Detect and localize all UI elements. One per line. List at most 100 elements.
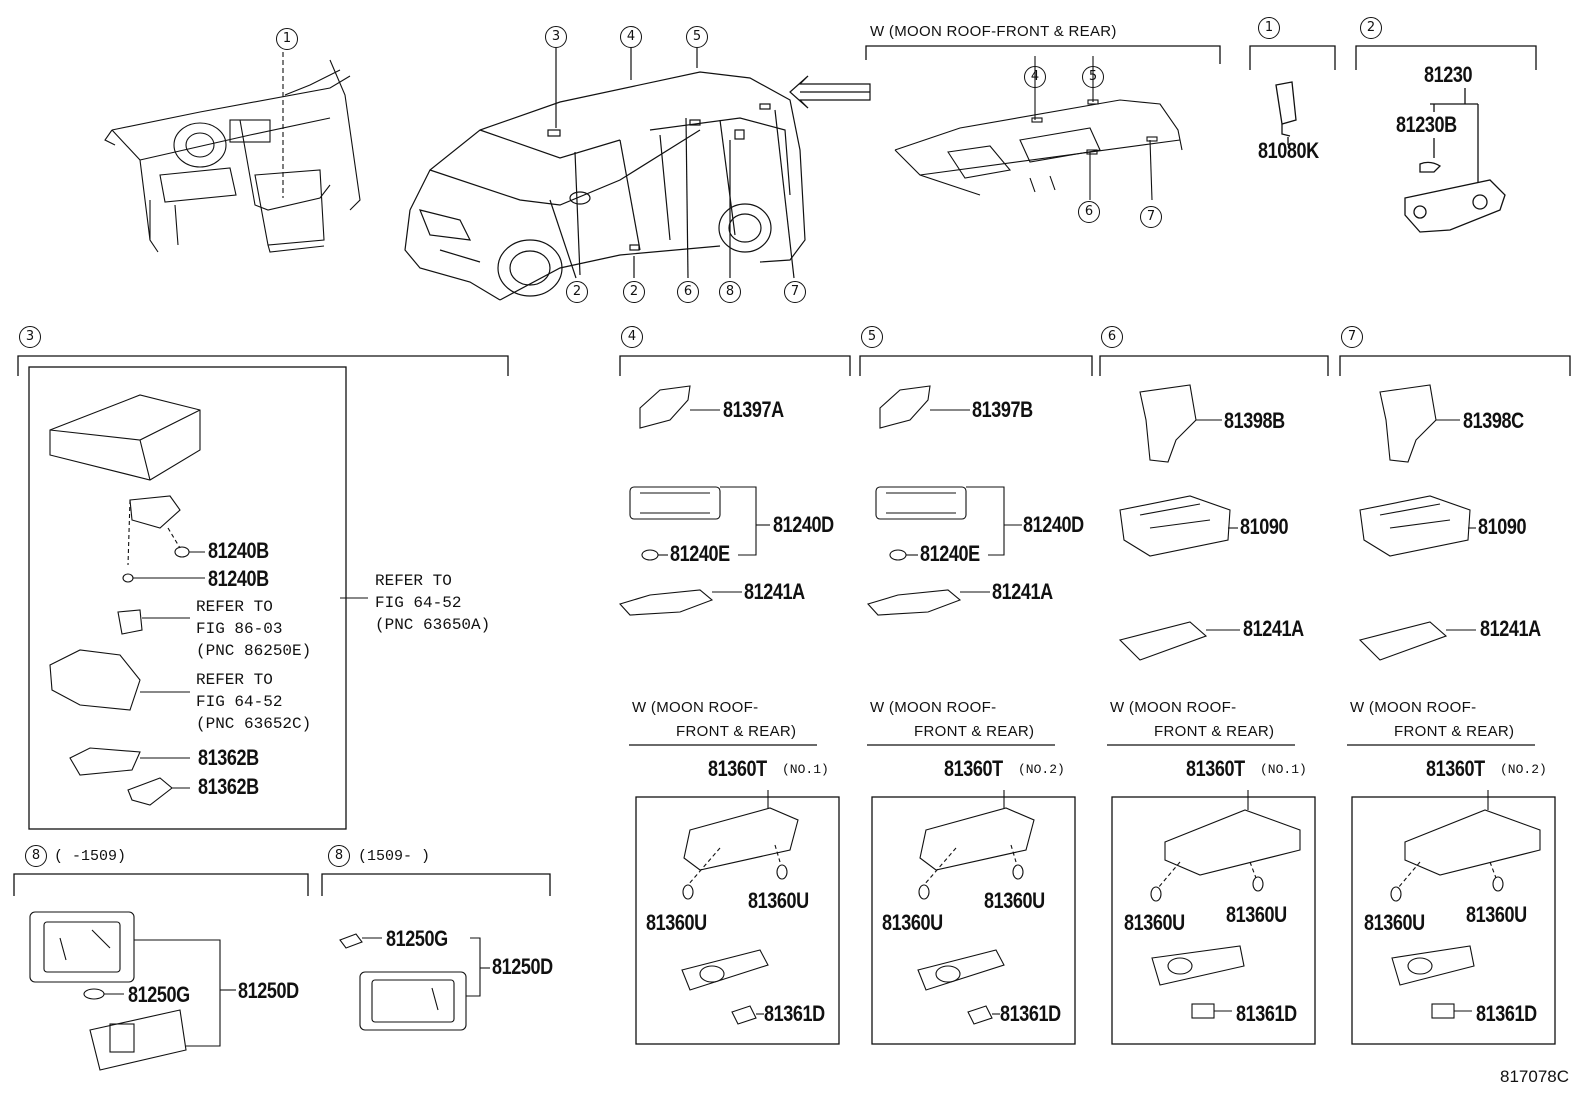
section-5-drawings [867, 385, 1022, 616]
callout-5: 5 [686, 26, 708, 48]
section-2-number: 2 [1360, 17, 1382, 39]
part-81241A-s4: 81241A [744, 579, 805, 604]
moon-box-6-drawings [1150, 790, 1301, 1019]
part-81250G-8b: 81250G [386, 926, 448, 951]
section-4-moon-box [635, 796, 840, 1045]
moon-callout-6: 6 [1078, 201, 1100, 223]
note-no2-s5: (NO.2) [1018, 762, 1065, 777]
moon-callout-7: 7 [1140, 206, 1162, 228]
part-81241A-s5: 81241A [992, 579, 1053, 604]
callout-2-rocker: 2 [623, 281, 645, 303]
section-6-number: 6 [1101, 326, 1123, 348]
part-81240B-b: 81240B [208, 566, 269, 591]
moon-caption-s6: W (MOON ROOF-FRONT & REAR) [1110, 699, 1275, 740]
part-81360T-s6: 81360T [1186, 756, 1245, 781]
part-81360T-s5: 81360T [944, 756, 1003, 781]
moon-roof-caption: W (MOON ROOF-FRONT & REAR) [870, 23, 1117, 40]
part-81361D-s6: 81361D [1236, 1001, 1297, 1026]
part-81240E-s4: 81240E [670, 541, 730, 566]
section-1-number: 1 [1258, 17, 1280, 39]
section-7-moon-box [1351, 796, 1556, 1045]
part-81250G-8a: 81250G [128, 982, 190, 1007]
part-81397A: 81397A [723, 397, 784, 422]
part-81360U-s6-b: 81360U [1226, 902, 1287, 927]
part-81241A-s6: 81241A [1243, 616, 1304, 641]
vehicle-illustration [404, 48, 871, 301]
section-5-number: 5 [861, 326, 883, 348]
part-81397B: 81397B [972, 397, 1033, 422]
part-81080K-drawing [1275, 81, 1297, 137]
part-81360T-s4: 81360T [708, 756, 767, 781]
moon-box-7-drawings [1390, 790, 1541, 1019]
part-81362B-a: 81362B [198, 745, 259, 770]
section-8b-drawings [339, 933, 490, 1031]
section-4-number: 4 [621, 326, 643, 348]
moon-roof-illustration [894, 56, 1183, 201]
part-81361D-s5: 81361D [1000, 1001, 1061, 1026]
section-6-drawings [1118, 384, 1240, 661]
part-81360U-s4-a: 81360U [646, 910, 707, 935]
part-81360U-s5-a: 81360U [882, 910, 943, 935]
part-81230-drawing [1404, 88, 1506, 233]
section-8a-number: 8 [25, 845, 47, 867]
callout-6: 6 [677, 281, 699, 303]
section-4-drawings [619, 385, 770, 616]
moon-box-4-drawings [681, 790, 799, 1025]
section-8a-drawings [29, 911, 236, 1071]
note-no1-s6: (NO.1) [1260, 762, 1307, 777]
note-no2-s7: (NO.2) [1500, 762, 1547, 777]
part-81241A-s7: 81241A [1480, 616, 1541, 641]
part-81250D-8b: 81250D [492, 954, 553, 979]
moon-box-5-drawings [917, 790, 1035, 1025]
section-6-moon-box [1111, 796, 1316, 1045]
section-8b-number: 8 [328, 845, 350, 867]
callout-3: 3 [545, 26, 567, 48]
diagram-id: 817078C [1500, 1067, 1570, 1086]
range-8b: (1509- ) [358, 848, 431, 865]
part-81362B-b: 81362B [198, 774, 259, 799]
range-8a: ( -1509) [54, 848, 127, 865]
part-81360U-s4-b: 81360U [748, 888, 809, 913]
section-brackets [13, 45, 1571, 896]
section-7-drawings [1358, 384, 1476, 661]
section-3-drawings [49, 394, 368, 806]
part-81230: 81230 [1424, 62, 1473, 87]
part-81240B-a: 81240B [208, 538, 269, 563]
moon-caption-s5: W (MOON ROOF-FRONT & REAR) [870, 699, 1035, 740]
callout-7: 7 [784, 281, 806, 303]
moon-caption-s7: W (MOON ROOF-FRONT & REAR) [1350, 699, 1515, 740]
part-81090-s6: 81090 [1240, 514, 1289, 539]
moon-caption-s4: W (MOON ROOF-FRONT & REAR) [632, 699, 797, 740]
note-no1-s4: (NO.1) [782, 762, 829, 777]
part-81360U-s6-a: 81360U [1124, 910, 1185, 935]
section-5-moon-box [871, 796, 1076, 1045]
part-81250D-8a: 81250D [238, 978, 299, 1003]
section-3-number: 3 [19, 326, 41, 348]
part-81240D-s5: 81240D [1023, 512, 1084, 537]
part-81080K: 81080K [1258, 138, 1319, 163]
callout-4: 4 [620, 26, 642, 48]
callout-8: 8 [719, 281, 741, 303]
dashboard-illustration [104, 52, 361, 253]
part-81360U-s5-b: 81360U [984, 888, 1045, 913]
part-81360U-s7-b: 81360U [1466, 902, 1527, 927]
callout-2: 2 [566, 281, 588, 303]
part-81361D-s4: 81361D [764, 1001, 825, 1026]
part-81230B: 81230B [1396, 112, 1457, 137]
part-81240E-s5: 81240E [920, 541, 980, 566]
moon-callout-4: 4 [1024, 66, 1046, 88]
callout-1: 1 [276, 28, 298, 50]
part-81398B: 81398B [1224, 408, 1285, 433]
part-81398C: 81398C [1463, 408, 1524, 433]
part-81360U-s7-a: 81360U [1364, 910, 1425, 935]
part-81360T-s7: 81360T [1426, 756, 1485, 781]
part-81361D-s7: 81361D [1476, 1001, 1537, 1026]
section-7-number: 7 [1341, 326, 1363, 348]
part-81240D-s4: 81240D [773, 512, 834, 537]
moon-callout-5: 5 [1082, 66, 1104, 88]
